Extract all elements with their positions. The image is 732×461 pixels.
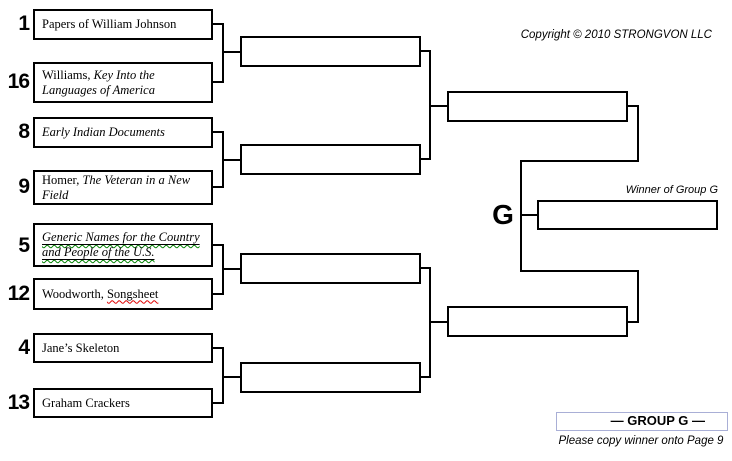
connector-line [520, 270, 639, 272]
connector-line [421, 50, 429, 52]
seed-number-1: 1 [18, 12, 30, 35]
connector-line [222, 376, 240, 378]
connector-line [637, 270, 639, 323]
entry-box-seed-8: Early Indian Documents [33, 117, 213, 148]
seed-number-12: 12 [7, 282, 30, 305]
connector-line [213, 23, 222, 25]
connector-line [520, 214, 537, 216]
connector-line [222, 268, 240, 270]
connector-line [213, 186, 222, 188]
connector-line [213, 81, 222, 83]
round2-box-2 [240, 144, 421, 175]
connector-line [628, 105, 637, 107]
round2-box-1 [240, 36, 421, 67]
entry-box-seed-1: Papers of William Johnson [33, 9, 213, 40]
entry-box-seed-9: Homer, The Veteran in a New Field [33, 170, 213, 205]
entry-box-seed-13: Graham Crackers [33, 388, 213, 418]
connector-line [213, 244, 222, 246]
seed-number-13: 13 [7, 391, 30, 414]
semifinal-box-bottom [447, 306, 628, 337]
connector-line [222, 51, 240, 53]
connector-line [628, 321, 637, 323]
seed-number-4: 4 [18, 336, 30, 359]
connector-line [213, 402, 222, 404]
entry-box-seed-16: Williams, Key Into the Languages of Amer… [33, 62, 213, 103]
connector-line [429, 321, 447, 323]
connector-line [421, 158, 429, 160]
connector-line [520, 160, 522, 272]
seed-number-9: 9 [18, 175, 30, 198]
connector-line [222, 159, 240, 161]
connector-line [213, 131, 222, 133]
group-letter: G [492, 199, 514, 230]
group-g-field[interactable]: — GROUP G — [556, 412, 728, 431]
connector-line [421, 376, 429, 378]
round2-box-4 [240, 362, 421, 393]
connector-line [213, 347, 222, 349]
copyright-text: Copyright © 2010 STRONGVON LLC [520, 29, 712, 41]
connector-line [429, 105, 447, 107]
semifinal-box-top [447, 91, 628, 122]
winner-of-group-label: Winner of Group G [625, 184, 718, 196]
round2-box-3 [240, 253, 421, 284]
seed-number-5: 5 [18, 234, 30, 257]
seed-number-16: 16 [7, 70, 30, 93]
entry-box-seed-12: Woodworth, Songsheet [33, 278, 213, 310]
connector-line [213, 293, 222, 295]
seed-number-8: 8 [18, 120, 30, 143]
connector-line [520, 160, 639, 162]
connector-line [222, 347, 224, 404]
copy-winner-note: Please copy winner onto Page 9 [558, 435, 724, 447]
connector-line [637, 105, 639, 162]
final-winner-box [537, 200, 718, 230]
connector-line [222, 23, 224, 83]
entry-box-seed-5: Generic Names for the Country and People… [33, 223, 213, 267]
connector-line [421, 267, 429, 269]
entry-box-seed-4: Jane’s Skeleton [33, 333, 213, 363]
